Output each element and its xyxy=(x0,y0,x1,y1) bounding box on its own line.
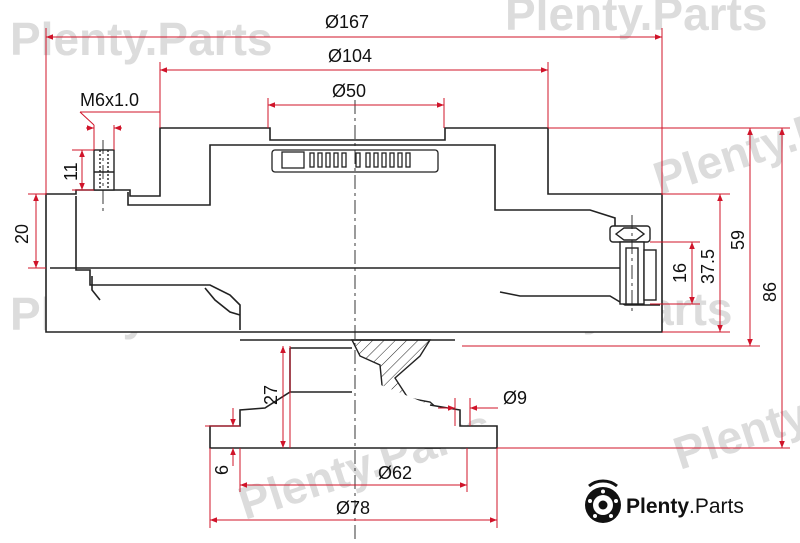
logo-text: Plenty.Parts xyxy=(626,495,744,518)
watermark-text: Plenty.Parts xyxy=(10,13,272,65)
brake-disc-icon xyxy=(585,479,621,523)
stud-bolt xyxy=(93,149,115,191)
dim-h16: 16 xyxy=(670,263,690,283)
logo-suffix: .Parts xyxy=(689,495,744,518)
watermark-text: Plenty.Parts xyxy=(667,349,800,480)
watermark-text: Plenty.Parts xyxy=(505,0,767,40)
dimension-lines xyxy=(28,28,790,528)
dim-h59: 59 xyxy=(728,230,748,250)
logo-brand: Plenty xyxy=(626,495,689,518)
mounting-flange xyxy=(209,347,498,449)
dim-h11: 11 xyxy=(61,162,81,181)
dim-h27: 27 xyxy=(261,385,281,405)
dim-h86: 86 xyxy=(760,282,780,302)
dim-d50: Ø50 xyxy=(332,81,366,101)
dim-d9: Ø9 xyxy=(503,388,527,408)
dim-d167: Ø167 xyxy=(325,12,369,32)
center-lines xyxy=(102,100,633,540)
fan-clutch-outline xyxy=(45,127,663,341)
dimension-labels: Ø167 Ø104 Ø50 M6x1.0 11 20 16 37.5 59 86… xyxy=(12,12,780,518)
dim-thread: M6x1.0 xyxy=(80,90,139,110)
dim-h6: 6 xyxy=(212,465,232,475)
watermark-text: Plenty.Parts xyxy=(647,74,800,205)
plenty-parts-logo: Plenty.Parts xyxy=(585,479,744,523)
dim-h37-5: 37.5 xyxy=(698,249,718,284)
dim-d78: Ø78 xyxy=(336,498,370,518)
dim-d104: Ø104 xyxy=(328,46,372,66)
dim-h20: 20 xyxy=(12,224,32,244)
vent-slots xyxy=(309,152,411,168)
dim-d62: Ø62 xyxy=(378,463,412,483)
